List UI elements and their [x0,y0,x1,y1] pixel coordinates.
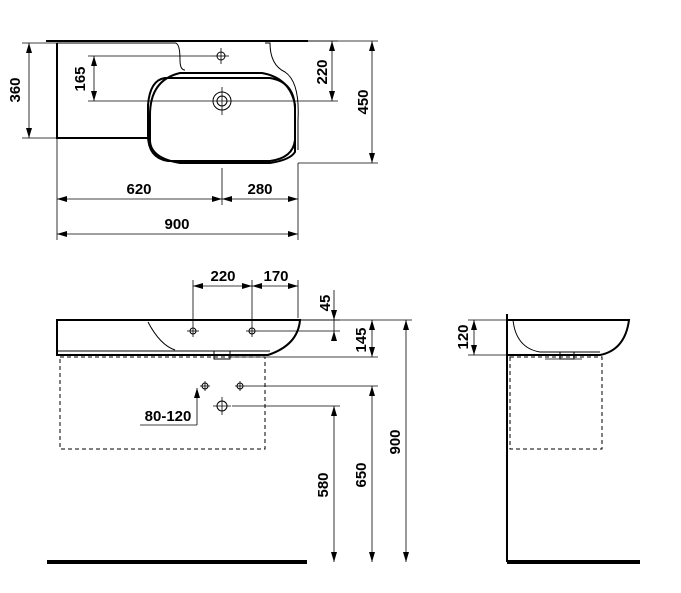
shelf-outline [57,42,186,71]
dim-45: 45 [317,295,334,312]
dim-120: 120 [455,324,472,349]
dim-80-120: 80-120 [145,408,192,425]
dim-220-front: 220 [210,268,235,285]
dim-165: 165 [72,66,89,91]
dim-170-front: 170 [263,268,288,285]
tap-hole-left-front [187,325,199,337]
dim-360: 360 [7,77,24,102]
deck-outline [265,42,299,150]
supply-fitting-right [235,381,245,391]
dim-580: 580 [315,472,332,497]
bowl-top [147,77,296,162]
dim-620: 620 [126,181,151,198]
basin-side [507,319,631,356]
cabinet-outline [59,356,266,450]
dim-900-vertical: 900 [387,429,404,454]
dim-280: 280 [247,181,272,198]
dim-900-top: 900 [164,216,189,233]
dim-145: 145 [353,327,370,352]
dim-220: 220 [314,59,331,84]
front-view: 220 170 45 145 80-120 580 650 [47,268,412,564]
waste-outlet [213,350,231,360]
basin-front [56,319,302,356]
top-view: 360 165 220 450 620 280 [7,40,378,240]
dim-650: 650 [353,462,370,487]
cabinet-side [509,356,603,450]
dim-450: 450 [355,89,372,114]
waste-fitting [213,397,231,415]
tap-hole-right-front [246,325,258,337]
bowl-side-inner [512,319,600,353]
side-view: 120 [455,314,640,564]
supply-fitting-left [200,381,210,391]
bowl-curve-front [147,321,176,351]
